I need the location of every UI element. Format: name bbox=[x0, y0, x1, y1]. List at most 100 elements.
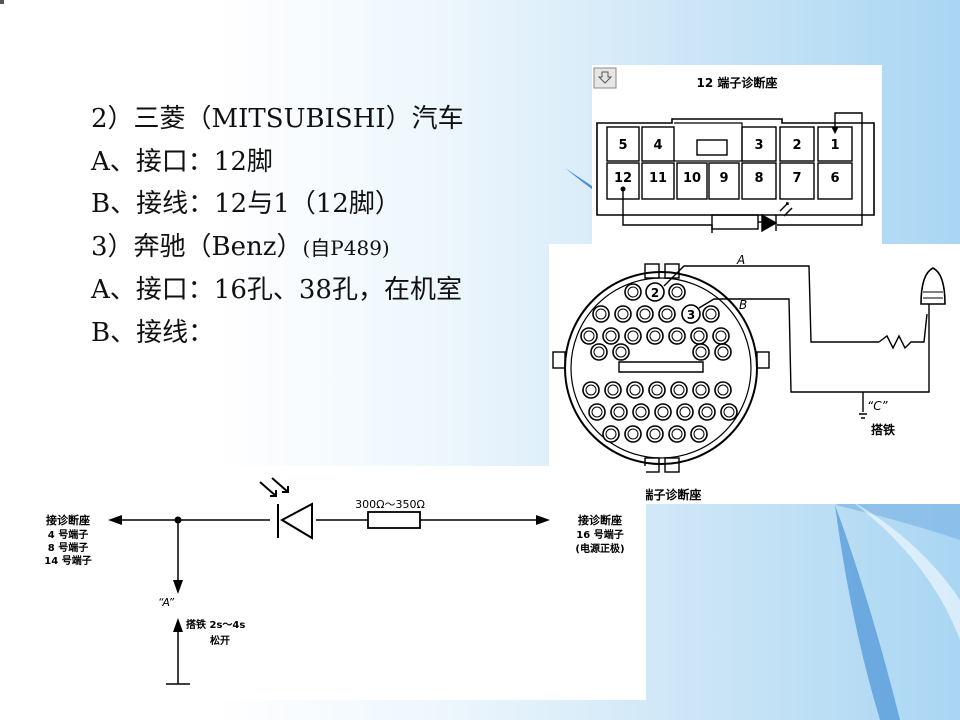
pin-label-8: 8 bbox=[754, 171, 763, 186]
connector-hole-inner bbox=[679, 406, 691, 418]
arrow-left-head bbox=[108, 515, 122, 525]
connector-hole-inner bbox=[591, 406, 603, 418]
connector-hole-inner bbox=[671, 330, 683, 342]
connector-hole bbox=[676, 403, 694, 421]
connector-hole bbox=[632, 403, 650, 421]
connector-hole bbox=[654, 403, 672, 421]
text-line-interface-benz: A、接口：16孔、38孔，在机室 bbox=[91, 275, 462, 305]
connector-hole bbox=[602, 327, 620, 345]
connector-hole bbox=[602, 425, 620, 443]
connector-hole-inner bbox=[661, 308, 673, 320]
text-benz-note: (自P489) bbox=[302, 235, 390, 260]
arrow-down-head bbox=[173, 580, 183, 594]
circuit-wires bbox=[120, 519, 540, 685]
connector-hole-inner bbox=[593, 346, 605, 358]
pin-label-2: 2 bbox=[792, 138, 801, 153]
pin-2-label: 2 bbox=[651, 286, 659, 300]
diagram-38-pin-connector: 2 3 A B “C” 搭铁 38 端子诊断座 bbox=[549, 244, 960, 504]
connector-hole bbox=[626, 381, 644, 399]
left-title: 接诊断座 bbox=[46, 513, 90, 527]
connector-hole bbox=[604, 381, 622, 399]
lamp-icon bbox=[920, 267, 946, 305]
text-benz-title: 3）奔驰（Benz） bbox=[91, 231, 303, 262]
connector-hole bbox=[720, 403, 738, 421]
arrow-up-head bbox=[173, 618, 183, 632]
connector-hole bbox=[692, 381, 710, 399]
connector-hole-inner bbox=[693, 428, 705, 440]
diagram-led-circuit: 300Ω～350Ω 接诊断座 4 号端子 8 号端子 14 号端子 接诊断座 1… bbox=[20, 466, 646, 700]
pin-label-5: 5 bbox=[618, 138, 627, 153]
connector-hole-inner bbox=[627, 428, 639, 440]
connector-hole-inner bbox=[649, 330, 661, 342]
text-line-interface-12: A、接口：12脚 bbox=[91, 146, 273, 177]
connector-hole bbox=[690, 327, 708, 345]
pin-label-12: 12 bbox=[614, 171, 632, 186]
connector-hole bbox=[714, 381, 732, 399]
connector-hole bbox=[692, 343, 710, 361]
slide-text: 2）三菱（MITSUBISHI）汽车 A、接口：12脚 B、接线：12与1（12… bbox=[91, 98, 464, 354]
label-a: “A” bbox=[158, 596, 174, 609]
wiring-12-to-1 bbox=[622, 112, 863, 233]
ground-line1: 搭铁 2s～4s bbox=[186, 618, 245, 631]
pin-label-4: 4 bbox=[653, 138, 662, 153]
text-line-benz: 3）奔驰（Benz）(自P489) bbox=[91, 226, 464, 270]
left-line1: 4 号端子 bbox=[48, 528, 88, 541]
connector-hole-inner bbox=[705, 308, 717, 320]
connector-hole bbox=[714, 343, 732, 361]
wire-a-label: A bbox=[736, 253, 745, 267]
connector-hole-inner bbox=[701, 406, 713, 418]
connector-hole bbox=[648, 381, 666, 399]
connector-hole bbox=[624, 283, 642, 301]
left-line3: 14 号端子 bbox=[44, 554, 91, 567]
connector-hole-inner bbox=[715, 330, 727, 342]
wires-38 bbox=[663, 265, 930, 412]
connector-hole bbox=[668, 283, 686, 301]
left-line2: 8 号端子 bbox=[48, 541, 88, 554]
diagram-12-pin-connector: 12 端子诊断座 5 4 3 2 1 bbox=[592, 65, 882, 245]
pin-label-3: 3 bbox=[754, 138, 763, 153]
connector-hole-inner bbox=[605, 330, 617, 342]
right-title: 接诊断座 bbox=[578, 513, 622, 527]
connector-hole bbox=[592, 305, 610, 323]
ground-line2: 松开 bbox=[210, 634, 230, 647]
connector-hole-inner bbox=[583, 330, 595, 342]
pin-label-1: 1 bbox=[830, 138, 839, 153]
connector-hole bbox=[698, 403, 716, 421]
connector-hole-inner bbox=[613, 406, 625, 418]
connector-hole-inner bbox=[627, 286, 639, 298]
pin-label-10: 10 bbox=[683, 171, 701, 186]
connector-hole-inner bbox=[595, 308, 607, 320]
connector-hole bbox=[670, 381, 688, 399]
pin-3-label: 3 bbox=[687, 308, 695, 322]
connector-hole-inner bbox=[639, 308, 651, 320]
connector-hole bbox=[646, 425, 664, 443]
pin-12-dot bbox=[620, 186, 626, 192]
connector-hole bbox=[690, 425, 708, 443]
connector-hole-inner bbox=[635, 406, 647, 418]
connector-hole-inner bbox=[629, 384, 641, 396]
connector-hole-inner bbox=[671, 286, 683, 298]
connector-hole-inner bbox=[649, 428, 661, 440]
pin-label-9: 9 bbox=[719, 171, 728, 186]
connector-hole bbox=[636, 305, 654, 323]
diagram-led-circuit-svg: 300Ω～350Ω 接诊断座 4 号端子 8 号端子 14 号端子 接诊断座 1… bbox=[44, 477, 625, 685]
wire-arrow-head bbox=[831, 126, 839, 135]
connector-hole-inner bbox=[693, 330, 705, 342]
connector-hole bbox=[582, 381, 600, 399]
wire-b-label: B bbox=[739, 298, 747, 312]
connector-hole-inner bbox=[607, 384, 619, 396]
connector-hole bbox=[658, 305, 676, 323]
connector-hole bbox=[624, 327, 642, 345]
connector-hole bbox=[646, 327, 664, 345]
connector-hole-inner bbox=[717, 346, 729, 358]
connector-hole bbox=[580, 327, 598, 345]
connector-hole bbox=[668, 327, 686, 345]
text-line-wiring-12: B、接线：12与1（12脚） bbox=[91, 189, 401, 219]
connector-hole bbox=[588, 403, 606, 421]
arrow-down-icon bbox=[593, 67, 617, 89]
right-line1: 16 号端子 bbox=[576, 528, 623, 541]
connector-hole bbox=[702, 305, 720, 323]
connector-hole bbox=[612, 343, 630, 361]
connector-hole-inner bbox=[723, 406, 735, 418]
connector-hole bbox=[590, 343, 608, 361]
